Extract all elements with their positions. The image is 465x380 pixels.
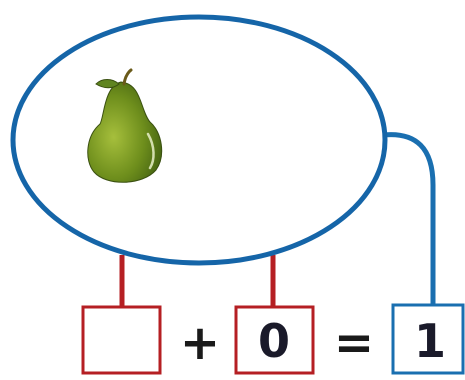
pear-icon — [87, 68, 163, 183]
group-oval — [10, 14, 388, 266]
sum-box[interactable] — [391, 303, 465, 375]
connector-line-right — [382, 132, 436, 306]
equals-sign: = — [334, 315, 374, 371]
sum-value: 1 — [414, 314, 446, 368]
addend-b-box[interactable] — [234, 305, 315, 375]
addend-a-box[interactable] — [81, 305, 162, 375]
addend-b-value: 0 — [258, 314, 290, 368]
plus-sign: + — [180, 315, 220, 371]
